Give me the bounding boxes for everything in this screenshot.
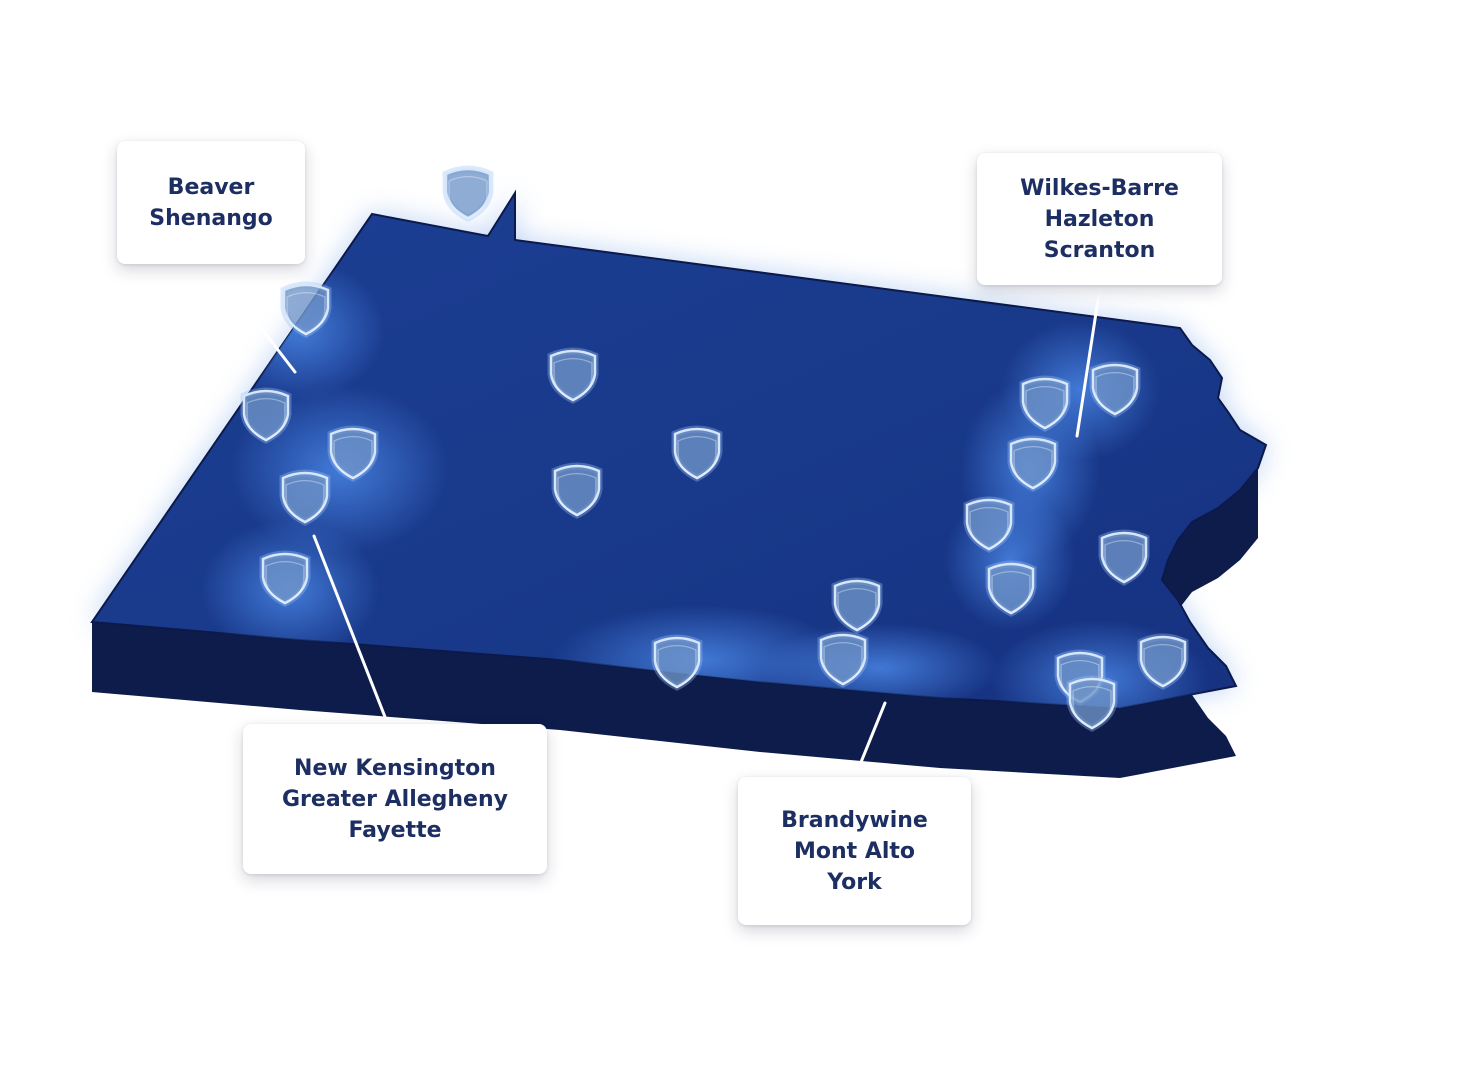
shield-icon [240,387,292,444]
callout-line: Scranton [1043,237,1156,263]
callout-line: Hazleton [1044,206,1155,232]
callout-beaver-shenango: Beaver Shenango [117,141,305,264]
callout-line: Brandywine [781,807,928,833]
shield-icon [547,347,599,404]
state-side-extrusion [92,468,1258,778]
shield-icon [1098,529,1150,586]
callout-line: Shenango [149,205,273,231]
shield-icon [1137,633,1189,690]
shield-icon [442,165,494,222]
leader-lines [208,260,1102,779]
leader-line [312,534,389,724]
shield-icon [1089,361,1141,418]
leader-line [853,701,887,779]
shield-icon [651,634,703,691]
shield-icon [279,469,331,526]
shield-icon [280,281,332,338]
shield-icon [1019,375,1071,432]
shield-icon [817,631,869,688]
shield-icon [831,577,883,634]
callout-new-kensington-greater-allegheny-fayette: New Kensington Greater Allegheny Fayette [243,724,547,874]
callout-line: Wilkes-Barre [1020,175,1179,201]
shield-icon [963,496,1015,553]
callout-line: Beaver [167,174,255,200]
shield-icon [259,550,311,607]
shield-icon [1066,675,1118,732]
leader-line [1075,285,1102,438]
campus-markers [240,165,1189,732]
shield-icon [1007,435,1059,492]
callout-line: York [827,869,882,895]
shield-icon [327,425,379,482]
callout-line: Fayette [348,817,442,843]
callout-line: Mont Alto [793,838,916,864]
callout-line: New Kensington [294,755,496,781]
callout-line: Greater Allegheny [282,786,508,812]
shield-icon [985,560,1037,617]
shield-icon [551,462,603,519]
callout-brandywine-mont-alto-york: Brandywine Mont Alto York [738,777,971,925]
callout-wilkes-barre-hazleton-scranton: Wilkes-Barre Hazleton Scranton [977,153,1222,285]
leader-line [208,260,297,374]
shield-icon [671,425,723,482]
